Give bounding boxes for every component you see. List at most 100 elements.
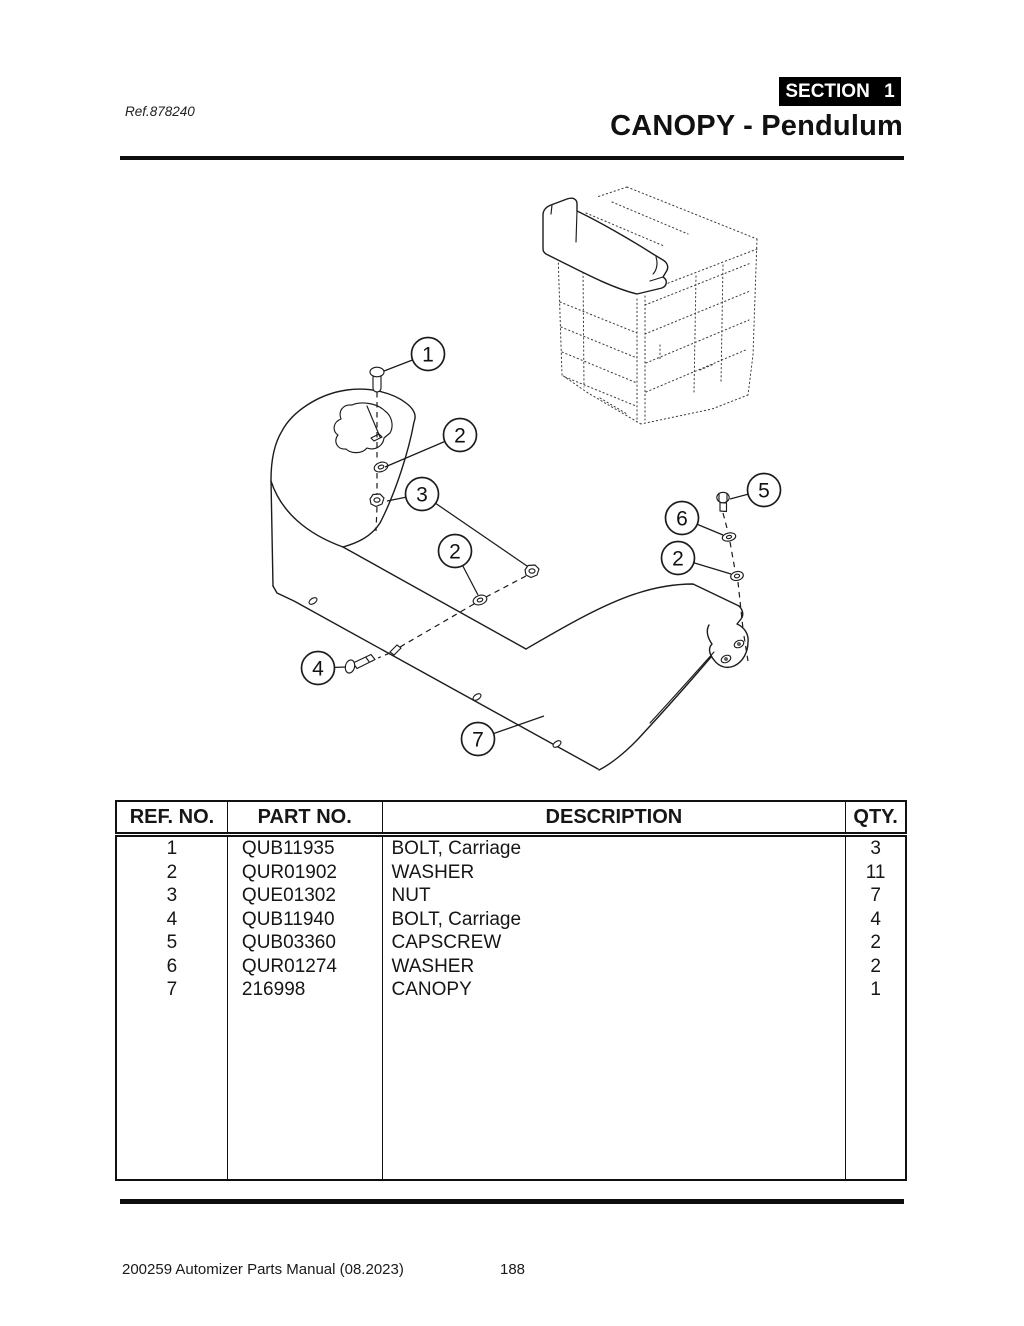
callout-number: 5 [758, 480, 770, 503]
cell-part: QUB03360 [227, 931, 383, 955]
washer-inner [733, 573, 741, 579]
col-header-ref-no: REF. NO. [116, 801, 228, 837]
washer-inner [476, 597, 484, 603]
washer-2a-glyph [373, 461, 389, 473]
screw-shank [719, 501, 728, 513]
page-title: CANOPY - Pendulum [610, 110, 903, 142]
washer-6-glyph [721, 532, 737, 542]
canopy-bottom-edge [272, 585, 599, 770]
cell-part: QUE01302 [227, 884, 383, 908]
callout-7: 7 [460, 715, 545, 757]
callout-number: 1 [422, 344, 434, 367]
callout-circle [404, 476, 440, 512]
callout-number: 2 [672, 548, 684, 571]
nut-3b-glyph [524, 564, 540, 579]
header-row: REF. NO. PART NO. DESCRIPTION QTY. [116, 801, 906, 837]
inset-canopy-detail [550, 204, 664, 282]
parts-table-body: 1 QUB11935 BOLT, Carriage 3 2 QUR01902 W… [116, 834, 906, 1181]
cell-ref: 4 [116, 907, 228, 931]
cell-qty: 2 [870, 932, 881, 953]
cell-desc: WASHER [382, 860, 847, 884]
callout-2b: 2 [437, 533, 479, 596]
cell-part: QUR01274 [227, 954, 383, 978]
header-divider [120, 156, 904, 160]
table-row: 7 216998 CANOPY 1 [116, 978, 906, 1002]
col-header-part-no: PART NO. [227, 801, 383, 837]
cell-qty: 1 [870, 979, 881, 1000]
reference-number: Ref.878240 [125, 104, 195, 119]
table-row: 3 QUE01302 NUT 7 [116, 884, 906, 908]
cell-qty: 7 [870, 885, 881, 906]
canopy-fold-line [342, 546, 527, 650]
canopy-right-top-edge [525, 583, 740, 650]
cell-part: QUB11935 [227, 834, 383, 861]
bolt-head [344, 659, 356, 674]
inset-canopy [542, 197, 669, 295]
assembly-axis-left [375, 392, 378, 532]
cell-empty [382, 1001, 847, 1180]
callout-2a: 2 [384, 417, 478, 468]
callout-6: 6 [664, 500, 724, 536]
page-number: 188 [500, 1261, 526, 1278]
cell-desc: BOLT, Carriage [382, 907, 847, 931]
carriage-bolt-1-glyph [369, 366, 385, 393]
flange-hole-center [737, 642, 741, 646]
washer-2b-glyph [472, 594, 488, 606]
callout-number: 7 [472, 729, 484, 752]
cell-empty [227, 1001, 383, 1180]
callout-5: 5 [729, 472, 782, 508]
mounting-hole [552, 740, 562, 748]
cell-part: QUR01902 [227, 860, 383, 884]
callout-circle [437, 533, 473, 569]
table-empty-space [116, 1001, 906, 1181]
cell-part: QUB11940 [227, 907, 383, 931]
cell-qty: 2 [870, 955, 881, 977]
assembly-axis-middle [377, 575, 527, 659]
cell-desc: BOLT, Carriage [382, 834, 847, 861]
bolt-shank [352, 653, 376, 670]
cell-part: 216998 [227, 978, 383, 1002]
callout-3: 3 [386, 476, 528, 567]
carriage-bolt-4-glyph [344, 653, 376, 674]
cell-desc: CAPSCREW [382, 931, 847, 955]
table-row: 5 QUB03360 CAPSCREW 2 [116, 931, 906, 955]
cell-qty: 11 [865, 861, 886, 883]
callout-circle [410, 336, 446, 372]
callout-number: 4 [312, 658, 324, 681]
callout-number: 2 [454, 425, 466, 448]
table-row: 4 QUB11940 BOLT, Carriage 4 [116, 907, 906, 931]
cell-empty [846, 1002, 906, 1181]
mounting-hole [308, 597, 318, 605]
cell-desc: NUT [382, 884, 847, 908]
cell-ref: 7 [116, 978, 228, 1002]
col-header-description: DESCRIPTION [382, 801, 847, 837]
canopy-flange-holes [720, 639, 745, 664]
canopy-swoosh-edge [598, 656, 712, 771]
col-header-qty: QTY. [845, 801, 906, 837]
callout-number: 3 [416, 484, 428, 507]
footer-text: 200259 Automizer Parts Manual (08.2023) [122, 1261, 404, 1278]
parts-table-header: REF. NO. PART NO. DESCRIPTION QTY. [116, 801, 906, 837]
table-row: 6 QUR01274 WASHER 2 [116, 954, 906, 978]
canopy-kidney-cutout [333, 402, 393, 454]
nut-3a-glyph [369, 493, 385, 508]
callout-2c: 2 [660, 540, 732, 576]
canopy-left-wing-outline [270, 388, 416, 587]
callout-number: 6 [676, 508, 688, 531]
cell-empty [116, 1001, 228, 1180]
washer-2c-glyph [730, 570, 744, 582]
table-row: 2 QUR01902 WASHER 11 [116, 860, 906, 884]
callout-circle [460, 721, 496, 757]
canopy-wing-arc [270, 480, 344, 548]
section-badge: SECTION 1 [779, 77, 901, 106]
assembly-axis-right [722, 512, 749, 662]
screw-head-facets [718, 492, 728, 503]
capscrew-5-glyph [716, 491, 730, 513]
nut-hole [528, 568, 536, 574]
callout-leader [421, 493, 528, 567]
callout-4: 4 [300, 650, 347, 686]
bolt-head [369, 366, 385, 378]
callout-circle [300, 650, 336, 686]
cell-qty: 3 [870, 838, 881, 859]
cell-ref: 2 [116, 860, 228, 884]
